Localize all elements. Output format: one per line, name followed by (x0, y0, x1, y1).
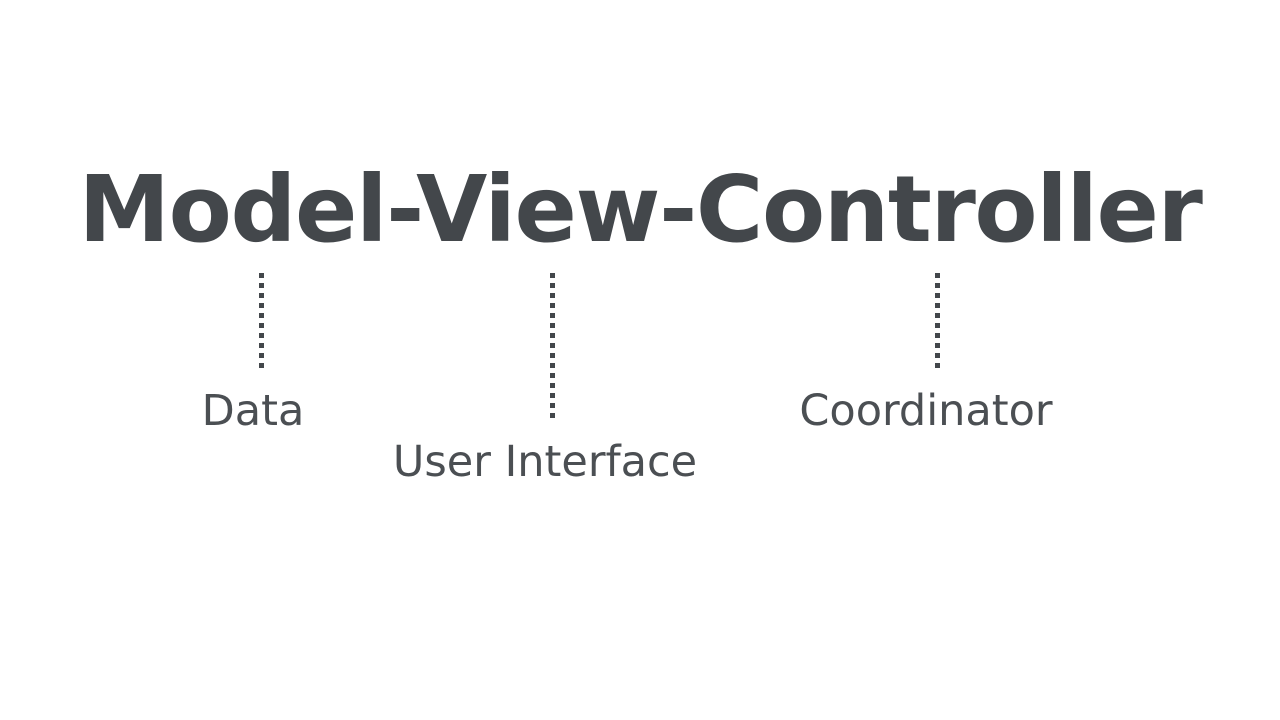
label-model-data: Data (201, 386, 305, 436)
connector-dotted-line-controller (935, 273, 940, 368)
page-title: Model-View-Controller (78, 156, 1203, 263)
label-view-user-interface: User Interface (392, 437, 698, 487)
label-controller-coordinator: Coordinator (799, 386, 1053, 436)
connector-dotted-line-view (550, 273, 555, 418)
connector-dotted-line-model (259, 273, 264, 370)
